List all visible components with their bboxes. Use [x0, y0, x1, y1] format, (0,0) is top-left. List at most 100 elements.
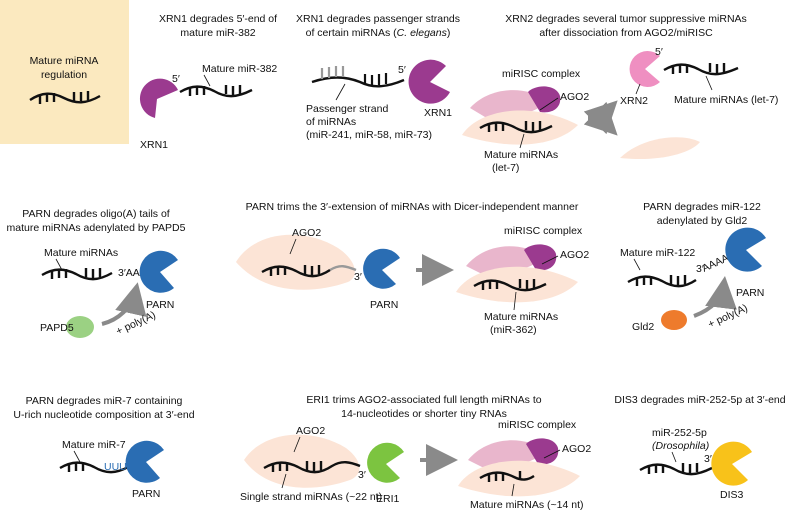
- p8-rna-label-1: Single strand miRNAs (~22 nt): [240, 491, 382, 503]
- p7-title-2: U-rich nucleotide composition at 3′-end: [13, 409, 194, 421]
- p5-ago2-purple: [524, 244, 557, 271]
- p1-enzyme-label: XRN1: [140, 139, 168, 151]
- p7-mirna: [59, 461, 131, 474]
- p8-ago-label: AGO2: [296, 425, 325, 437]
- p2-passenger-strand: [311, 66, 405, 88]
- p8-complex-label: miRISC complex: [498, 419, 577, 431]
- p5-title: PARN trims the 3′-extension of miRNAs wi…: [246, 201, 579, 213]
- parn-pacman-1: [139, 250, 178, 293]
- p8-mirna-2: [479, 471, 535, 482]
- p3-title-1: XRN2 degrades several tumor suppressive …: [505, 13, 747, 25]
- p2-five-prime: 5′: [398, 64, 406, 76]
- xrn1-pacman: [139, 78, 178, 118]
- p3-rna-label-3: Mature miRNAs (let-7): [674, 94, 778, 106]
- eri1-pacman: [367, 442, 404, 483]
- p5-three-prime: 3′: [354, 271, 362, 283]
- p8-title-1: ERI1 trims AGO2-associated full length m…: [306, 394, 541, 406]
- p9-enzyme-label: DIS3: [720, 489, 744, 501]
- p9-rna-label-1: miR-252-5p: [652, 427, 707, 439]
- p1-rna-label: Mature miR-382: [202, 63, 277, 75]
- p9-mirna: [639, 463, 713, 476]
- gld2-blob: [661, 310, 687, 330]
- p2-title-2c: ): [447, 27, 451, 39]
- p6-rna-label: Mature miR-122: [620, 247, 695, 259]
- xrn1-pacman-2: [408, 59, 450, 104]
- p7-rna-label: Mature miR-7: [62, 439, 126, 451]
- p9-three-prime: 3′: [704, 453, 712, 465]
- p7-title-1: PARN degrades miR-7 containing: [26, 395, 183, 407]
- p1-title-1: XRN1 degrades 5′-end of: [159, 13, 277, 25]
- p2-note-1: Passenger strand: [306, 103, 388, 115]
- p8-ago2-purple: [526, 438, 559, 465]
- p3-released-mirna: [663, 63, 739, 76]
- p3-five-prime: 5′: [655, 46, 663, 58]
- p8-ago-label-2: AGO2: [562, 443, 591, 455]
- p3-empty-ago2: [620, 137, 700, 160]
- p5-pink-lobe: [466, 246, 544, 276]
- p3-ago2-purple: [528, 86, 561, 113]
- p2-enzyme-label: XRN1: [424, 107, 452, 119]
- p8-three-prime: 3′: [358, 469, 366, 481]
- p6-title-2: adenylated by Gld2: [657, 215, 748, 227]
- p8-title-2: 14-nucleotides or shorter tiny RNAs: [341, 408, 507, 420]
- p2-note-3: (miR-241, miR-58, miR-73): [306, 129, 432, 141]
- regulation-box: [0, 0, 129, 144]
- p9-title: DIS3 degrades miR-252-5p at 3′-end: [614, 394, 785, 406]
- regulation-line2: regulation: [41, 69, 87, 81]
- xrn2-pacman: [629, 51, 660, 88]
- p8-rna-label-2: Mature miRNAs (~14 nt): [470, 499, 584, 511]
- p3-rna-label-2: (let-7): [492, 162, 519, 174]
- p8-enzyme-label: ERI1: [376, 493, 400, 505]
- p5-ago-label: AGO2: [292, 227, 321, 239]
- p5-complex-label: miRISC complex: [504, 225, 583, 237]
- p3-rna-label-1: Mature miRNAs: [484, 149, 558, 161]
- p1-mirna: [179, 85, 253, 98]
- p7-enzyme-label: PARN: [132, 488, 160, 500]
- p3-enzyme-label: XRN2: [620, 95, 648, 107]
- p5-ago2-body-2: [456, 266, 578, 303]
- p3-complex-label: miRISC complex: [502, 68, 581, 80]
- p4-enzyme2-label: PAPD5: [40, 322, 74, 334]
- p6-title-1: PARN degrades miR-122: [643, 201, 761, 213]
- p1-five-prime: 5′: [172, 73, 180, 85]
- p3-mirna: [479, 121, 553, 134]
- p5-rna-label-1: Mature miRNAs: [484, 311, 558, 323]
- p2-title-2b: C. elegans: [397, 27, 448, 39]
- p5-rna-label-2: (miR-362): [490, 324, 537, 336]
- dis3-pacman: [711, 441, 752, 486]
- parn-pacman-4: [125, 440, 164, 483]
- p4-rna-label: Mature miRNAs: [44, 247, 118, 259]
- svg-text:of certain miRNAs (C. elegans): of certain miRNAs (C. elegans): [306, 27, 451, 39]
- parn-pacman-3: [725, 227, 766, 272]
- p6-three-prime: 3′: [696, 263, 704, 275]
- p3-pink-lobe: [470, 90, 548, 120]
- p5-ago2-body: [236, 234, 355, 290]
- p3-ago2-body: [462, 110, 578, 145]
- p5-mirna: [261, 265, 357, 278]
- p6-enzyme2-label: Gld2: [632, 321, 654, 333]
- p6-poly-arrow: [693, 276, 737, 318]
- regulation-line1: Mature miRNA: [30, 55, 99, 67]
- papd5-blob: [66, 316, 94, 338]
- p9-rna-label-2: Drosophila: [656, 440, 706, 452]
- p5-ago-label-2: AGO2: [560, 249, 589, 261]
- p5-enzyme-label: PARN: [370, 299, 398, 311]
- p2-note-2: of miRNAs: [306, 116, 356, 128]
- p3-ago-label: AGO2: [560, 91, 589, 103]
- p4-title-2: mature miRNAs adenylated by PAPD5: [7, 222, 186, 234]
- parn-pacman-2: [363, 248, 400, 289]
- p6-mirna: [627, 275, 697, 288]
- svg-text:(Drosophila): (Drosophila): [652, 440, 709, 452]
- p6-enzyme-label: PARN: [736, 287, 764, 299]
- p8-pink-lobe: [468, 440, 546, 470]
- p4-mirna: [41, 268, 113, 281]
- p3-split-arrow: [583, 100, 618, 136]
- p1-title-2: mature miR-382: [180, 27, 255, 39]
- p2-title-2a: of certain miRNAs (: [306, 27, 398, 39]
- p8-mirna: [263, 461, 361, 474]
- p8-ago2-body: [244, 434, 360, 488]
- regulation-mirna-icon: [29, 91, 101, 104]
- p3-title-2: after dissociation from AGO2/miRISC: [539, 27, 713, 39]
- p4-enzyme-label: PARN: [146, 299, 174, 311]
